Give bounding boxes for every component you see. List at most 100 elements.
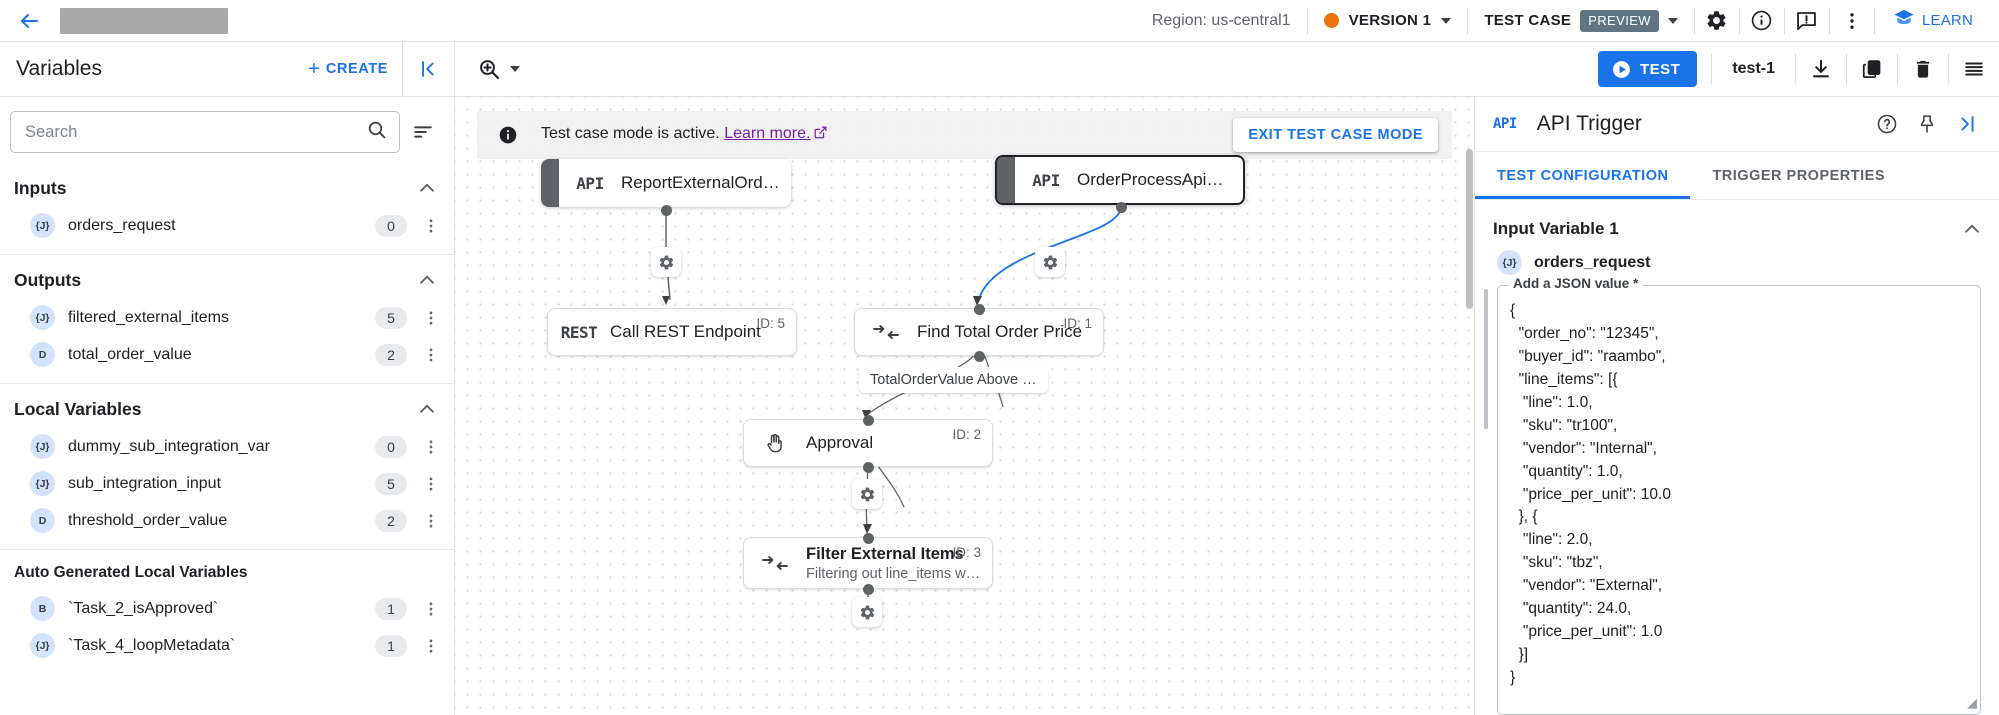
details-panel: API API Trigger TEST CONFIGURATION TRIGG… xyxy=(1474,97,1999,715)
sort-button[interactable] xyxy=(406,115,440,149)
variable-row[interactable]: {J}`Task_4_loopMetadata`1 xyxy=(0,627,454,664)
data-mapping-icon xyxy=(744,552,806,574)
test-label: TEST xyxy=(1639,60,1681,78)
canvas-scrollbar[interactable] xyxy=(1466,149,1473,309)
node-port xyxy=(1116,202,1127,213)
variable-more-icon[interactable] xyxy=(420,512,442,530)
variable-section-header[interactable]: Local Variables xyxy=(0,384,454,428)
list-view-button[interactable] xyxy=(1949,42,1999,96)
variable-type-badge: {J} xyxy=(30,213,55,238)
learn-more-link[interactable]: Learn more. xyxy=(724,125,811,142)
search-box[interactable] xyxy=(10,111,400,153)
variable-usage-count: 2 xyxy=(375,343,407,366)
create-variable-button[interactable]: + CREATE xyxy=(294,59,402,79)
canvas-toolbar xyxy=(455,42,1584,96)
node-port xyxy=(863,415,874,426)
tab-test-configuration[interactable]: TEST CONFIGURATION xyxy=(1475,152,1691,199)
variable-type-badge: {J} xyxy=(30,633,55,658)
search-input[interactable] xyxy=(25,122,358,142)
variable-more-icon[interactable] xyxy=(420,475,442,493)
page-title: Variables xyxy=(16,57,102,80)
json-value-input[interactable]: { "order_no": "12345", "buyer_id": "raam… xyxy=(1497,285,1981,715)
help-icon[interactable] xyxy=(1867,104,1907,144)
test-case-name[interactable]: test-1 xyxy=(1732,60,1775,77)
collapse-panel-button[interactable] xyxy=(402,42,454,96)
edge-gear-icon[interactable] xyxy=(852,479,882,509)
variable-section-header[interactable]: Inputs xyxy=(0,163,454,207)
input-variable-section-header[interactable]: Input Variable 1 xyxy=(1475,200,1999,250)
test-button[interactable]: TEST xyxy=(1597,51,1698,87)
node-port xyxy=(863,584,874,595)
json-field-label: Add a JSON value * xyxy=(1508,276,1644,291)
header-divider xyxy=(1828,7,1830,34)
variable-type-badge: B xyxy=(30,596,55,621)
info-button[interactable] xyxy=(1740,0,1784,42)
toolbar-divider xyxy=(1948,54,1949,84)
node-approval[interactable]: Approval ID: 2 xyxy=(743,419,993,467)
node-body: ReportExternalOrders xyxy=(621,173,791,193)
variable-usage-count: 0 xyxy=(375,214,407,237)
panel-scrollbar[interactable] xyxy=(1484,289,1488,429)
details-panel-header: API API Trigger xyxy=(1475,97,1999,152)
edge-gear-icon[interactable] xyxy=(1035,247,1065,277)
trigger-accent-bar xyxy=(541,159,559,207)
banner-text: Test case mode is active. Learn more. xyxy=(541,125,828,145)
feedback-button[interactable] xyxy=(1785,0,1829,42)
variables-panel-header: Variables + CREATE xyxy=(0,42,455,96)
duplicate-button[interactable] xyxy=(1847,42,1897,96)
download-button[interactable] xyxy=(1796,42,1846,96)
learn-button[interactable]: LEARN xyxy=(1875,7,1989,34)
exit-test-case-mode-button[interactable]: EXIT TEST CASE MODE xyxy=(1233,118,1438,152)
settings-button[interactable] xyxy=(1695,0,1739,42)
back-button[interactable] xyxy=(14,6,44,36)
node-filter-external-items[interactable]: Filter External Items Filtering out line… xyxy=(743,537,993,589)
section-title: Input Variable 1 xyxy=(1493,219,1619,238)
variable-row[interactable]: B`Task_2_isApproved`1 xyxy=(0,590,454,627)
search-icon xyxy=(366,119,387,145)
chevron-down-icon xyxy=(1667,17,1678,24)
node-order-process-api-trigger[interactable]: API OrderProcessApiTrigger xyxy=(995,155,1245,205)
node-subtitle: Filtering out line_items whi… xyxy=(806,565,982,582)
variable-more-icon[interactable] xyxy=(420,309,442,327)
expand-right-icon[interactable] xyxy=(1947,104,1987,144)
test-case-selector[interactable]: TEST CASE PREVIEW xyxy=(1468,9,1694,32)
delete-button[interactable] xyxy=(1898,42,1948,96)
version-selector[interactable]: VERSION 1 xyxy=(1308,12,1468,29)
variable-section-header[interactable]: Outputs xyxy=(0,255,454,299)
variable-more-icon[interactable] xyxy=(420,438,442,456)
variable-type-badge: {J} xyxy=(30,434,55,459)
toolbar-divider xyxy=(1795,54,1796,84)
tab-trigger-properties[interactable]: TRIGGER PROPERTIES xyxy=(1712,167,1886,184)
node-port xyxy=(974,304,985,315)
pin-icon[interactable] xyxy=(1907,104,1947,144)
edge-gear-icon[interactable] xyxy=(852,597,882,627)
edge-condition-label[interactable]: TotalOrderValue Above … xyxy=(859,367,1048,393)
variable-more-icon[interactable] xyxy=(420,346,442,364)
variable-more-icon[interactable] xyxy=(420,600,442,618)
edge-gear-icon[interactable] xyxy=(651,247,681,277)
variable-more-icon[interactable] xyxy=(420,637,442,655)
node-find-total-order-price[interactable]: Find Total Order Price ID: 1 xyxy=(854,308,1104,356)
search-row xyxy=(0,97,454,163)
variable-type-badge: D xyxy=(30,342,55,367)
data-mapping-icon xyxy=(855,321,917,343)
zoom-control[interactable] xyxy=(473,53,530,85)
more-options-button[interactable] xyxy=(1830,0,1874,42)
node-call-rest-endpoint[interactable]: REST Call REST Endpoint ID: 5 xyxy=(547,308,797,356)
node-report-external-orders[interactable]: API ReportExternalOrders xyxy=(541,159,791,207)
variable-section-header[interactable]: Auto Generated Local Variables xyxy=(0,550,454,590)
flow-canvas[interactable]: Test case mode is active. Learn more. EX… xyxy=(455,97,1474,715)
test-toolbar: TEST test-1 xyxy=(1584,42,1999,96)
chevron-up-icon xyxy=(416,398,438,420)
variable-section-title: Inputs xyxy=(14,177,67,198)
resize-handle-icon[interactable]: ◢ xyxy=(1967,695,1977,710)
variable-more-icon[interactable] xyxy=(420,217,442,235)
banner-message: Test case mode is active. xyxy=(541,125,720,142)
